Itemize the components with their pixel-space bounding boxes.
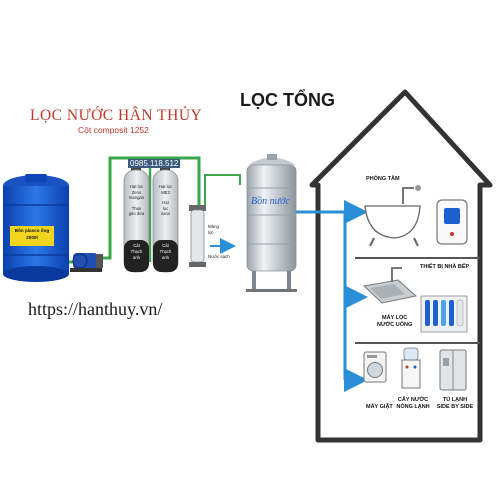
column2-line: ME3 bbox=[161, 189, 170, 195]
purifier-label: MÁY LỌC NƯỚC UỐNG bbox=[377, 315, 412, 329]
column1-bottom-line: anh bbox=[133, 255, 140, 260]
column1-labels: Hạt lọc Zeno mangan Than gáo dừa bbox=[124, 184, 149, 217]
cartridge-filter bbox=[189, 205, 206, 267]
cartridge-label-top: Màng bbox=[208, 224, 219, 229]
purifier-label-line1: MÁY LỌC bbox=[381, 315, 408, 321]
column2-line: nano bbox=[160, 211, 171, 216]
water-dispenser-icon bbox=[401, 347, 421, 389]
sink-icon bbox=[362, 267, 418, 304]
column2-labels: Hạt lọc ME3 Hạt lọc nano bbox=[153, 184, 178, 217]
column1-line: Zeno bbox=[131, 189, 142, 195]
column2-bottom-line: anh bbox=[162, 255, 169, 260]
column2-bottom-line: Cát bbox=[162, 243, 169, 248]
ro-purifier-icon bbox=[420, 295, 468, 333]
room-label-kitchen: THIẾT BỊ NHÀ BẾP bbox=[420, 264, 470, 270]
blue-water-tank bbox=[3, 174, 69, 282]
bathtub-icon bbox=[364, 185, 421, 247]
main-title: LỌC TỔNG bbox=[240, 90, 335, 110]
appliance-label-fridge: TỦ LẠNH SIDE BY SIDE bbox=[434, 397, 476, 411]
website-link[interactable]: https://hanthuy.vn/ bbox=[28, 299, 163, 319]
column1-bottom-line: Thạch bbox=[130, 249, 143, 254]
water-heater-icon bbox=[436, 199, 468, 245]
dispenser-label-line1: CÂY NƯỚC bbox=[397, 397, 429, 403]
water-pump bbox=[70, 253, 103, 272]
washing-machine-icon bbox=[363, 351, 387, 383]
column2-bottom-line: Thạch bbox=[159, 249, 172, 254]
column1-line: mangan bbox=[128, 195, 145, 200]
blue-tank-label: Bồn plasco ống 2000l bbox=[10, 227, 54, 241]
appliance-label-washer: MÁY GIẶT bbox=[366, 404, 393, 410]
house-outline bbox=[309, 89, 493, 443]
column2-bottom-labels: Cát Thạch anh bbox=[153, 243, 178, 261]
stainless-steel-tank bbox=[246, 154, 297, 292]
column1-line: gáo dừa bbox=[128, 211, 145, 216]
blue-tank-label-line2: 2000l bbox=[26, 235, 38, 240]
column1-bottom-line: Cát bbox=[133, 243, 140, 248]
room-label-bathroom: PHÒNG TẮM bbox=[366, 176, 400, 182]
cartridge-label: Màng lọc bbox=[208, 224, 219, 235]
blue-tank-label-line1: Bồn plasco ống bbox=[14, 228, 50, 233]
column2-line: lọc bbox=[162, 205, 169, 211]
column1-bottom-labels: Cát Thạch anh bbox=[124, 243, 149, 261]
fridge-label-line1: TỦ LẠNH bbox=[442, 397, 468, 403]
refrigerator-icon bbox=[439, 349, 467, 391]
brand-subtitle: Cột composit 1252 bbox=[78, 125, 149, 135]
purifier-label-line2: NƯỚC UỐNG bbox=[377, 322, 413, 328]
cartridge-label-mid: lọc bbox=[208, 229, 214, 235]
steel-tank-label: Bồn nước bbox=[251, 196, 290, 207]
column1-line: Hạt lọc bbox=[129, 184, 144, 189]
phone-number[interactable]: 0985.118.512 bbox=[128, 159, 181, 168]
column2-line: Hạt bbox=[162, 200, 169, 205]
clean-water-label: Nước sạch bbox=[208, 254, 230, 259]
filter-column-1 bbox=[123, 162, 150, 273]
appliance-label-dispenser: CÂY NƯỚC NÓNG LẠNH bbox=[393, 397, 433, 411]
column1-line: Than bbox=[131, 205, 142, 211]
column2-line: Hạt lọc bbox=[158, 184, 173, 189]
dispenser-label-line2: NÓNG LẠNH bbox=[396, 404, 430, 410]
fridge-label-line2: SIDE BY SIDE bbox=[436, 404, 474, 410]
brand-title: LỌC NƯỚC HÂN THỦY bbox=[30, 107, 203, 124]
